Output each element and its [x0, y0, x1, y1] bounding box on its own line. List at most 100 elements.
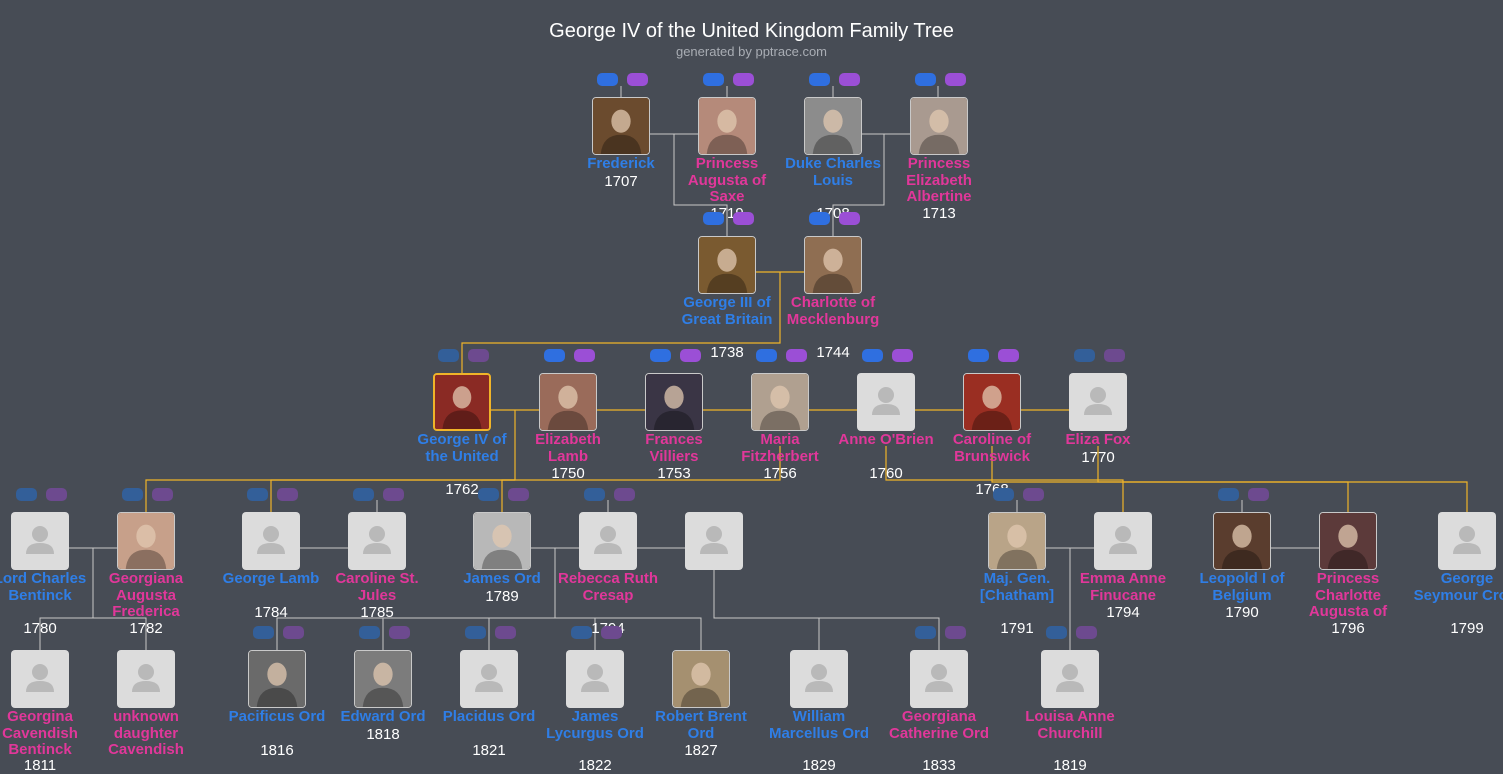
portrait-image[interactable] — [473, 512, 531, 570]
show-partners-button[interactable] — [152, 488, 173, 501]
show-partners-button[interactable] — [508, 488, 529, 501]
person-name[interactable]: Georgiana Augusta Frederica — [108, 570, 184, 620]
person-name[interactable]: Georgiana Catherine Ord — [888, 708, 990, 742]
person-name[interactable]: Maria Fitzherbert — [741, 431, 819, 465]
show-partners-button[interactable] — [277, 488, 298, 501]
person-name[interactable]: Princess Augusta of Saxe — [687, 155, 767, 205]
show-parents-button[interactable] — [809, 73, 830, 86]
show-parents-button[interactable] — [1074, 349, 1095, 362]
show-parents-button[interactable] — [253, 626, 274, 639]
show-partners-button[interactable] — [601, 626, 622, 639]
show-partners-button[interactable] — [574, 349, 595, 362]
portrait-image[interactable] — [354, 650, 412, 708]
show-partners-button[interactable] — [945, 626, 966, 639]
person-name[interactable]: Elizabeth Lamb — [535, 431, 601, 465]
show-parents-button[interactable] — [438, 349, 459, 362]
person-placeholder-icon[interactable] — [790, 650, 848, 708]
show-parents-button[interactable] — [650, 349, 671, 362]
person-name[interactable]: George IV of the United — [417, 431, 507, 465]
show-parents-button[interactable] — [1046, 626, 1067, 639]
person-placeholder-icon[interactable] — [685, 512, 743, 570]
person-name[interactable]: Eliza Fox — [1065, 431, 1131, 448]
show-parents-button[interactable] — [862, 349, 883, 362]
person-name[interactable]: unknown daughter Cavendish — [108, 708, 184, 758]
show-partners-button[interactable] — [839, 212, 860, 225]
show-parents-button[interactable] — [353, 488, 374, 501]
show-parents-button[interactable] — [478, 488, 499, 501]
show-parents-button[interactable] — [756, 349, 777, 362]
person-placeholder-icon[interactable] — [1438, 512, 1496, 570]
show-partners-button[interactable] — [839, 73, 860, 86]
show-parents-button[interactable] — [122, 488, 143, 501]
portrait-image[interactable] — [433, 373, 491, 431]
show-parents-button[interactable] — [968, 349, 989, 362]
show-parents-button[interactable] — [703, 212, 724, 225]
show-partners-button[interactable] — [495, 626, 516, 639]
show-parents-button[interactable] — [1218, 488, 1239, 501]
show-parents-button[interactable] — [544, 349, 565, 362]
show-partners-button[interactable] — [389, 626, 410, 639]
portrait-image[interactable] — [672, 650, 730, 708]
person-name[interactable]: George III of Great Britain — [681, 294, 773, 328]
person-name[interactable]: George Lamb — [222, 570, 320, 587]
person-name[interactable]: Pacificus Ord — [228, 708, 326, 725]
person-name[interactable]: Princess Charlotte Augusta of — [1308, 570, 1388, 620]
person-name[interactable]: James Lycurgus Ord — [546, 708, 644, 742]
show-parents-button[interactable] — [16, 488, 37, 501]
portrait-image[interactable] — [751, 373, 809, 431]
show-partners-button[interactable] — [1023, 488, 1044, 501]
person-placeholder-icon[interactable] — [117, 650, 175, 708]
show-partners-button[interactable] — [1248, 488, 1269, 501]
show-parents-button[interactable] — [465, 626, 486, 639]
person-placeholder-icon[interactable] — [566, 650, 624, 708]
show-partners-button[interactable] — [614, 488, 635, 501]
person-name[interactable]: Emma Anne Finucane — [1079, 570, 1167, 604]
person-placeholder-icon[interactable] — [1094, 512, 1152, 570]
person-name[interactable]: Placidus Ord — [442, 708, 536, 725]
person-name[interactable]: Charlotte of Mecklenburg — [786, 294, 880, 328]
portrait-image[interactable] — [248, 650, 306, 708]
person-placeholder-icon[interactable] — [1069, 373, 1127, 431]
portrait-image[interactable] — [645, 373, 703, 431]
person-name[interactable]: James Ord — [463, 570, 541, 587]
person-name[interactable]: Maj. Gen. [Chatham] — [979, 570, 1055, 604]
person-placeholder-icon[interactable] — [1041, 650, 1099, 708]
show-parents-button[interactable] — [703, 73, 724, 86]
person-name[interactable]: Leopold I of Belgium — [1199, 570, 1285, 604]
portrait-image[interactable] — [963, 373, 1021, 431]
show-partners-button[interactable] — [998, 349, 1019, 362]
show-parents-button[interactable] — [359, 626, 380, 639]
person-name[interactable]: Frederick — [587, 155, 655, 172]
show-partners-button[interactable] — [945, 73, 966, 86]
show-partners-button[interactable] — [283, 626, 304, 639]
show-partners-button[interactable] — [733, 73, 754, 86]
portrait-image[interactable] — [117, 512, 175, 570]
show-parents-button[interactable] — [597, 73, 618, 86]
portrait-image[interactable] — [988, 512, 1046, 570]
person-placeholder-icon[interactable] — [910, 650, 968, 708]
show-partners-button[interactable] — [46, 488, 67, 501]
portrait-image[interactable] — [804, 97, 862, 155]
person-name[interactable]: Louisa Anne Churchill — [1025, 708, 1115, 742]
person-name[interactable]: Lord Charles Bentinck — [0, 570, 87, 604]
person-name[interactable]: George Seymour Crole — [1413, 570, 1503, 604]
show-parents-button[interactable] — [915, 626, 936, 639]
person-name[interactable]: Caroline St. Jules — [335, 570, 419, 604]
show-partners-button[interactable] — [892, 349, 913, 362]
person-name[interactable]: Duke Charles Louis — [785, 155, 881, 189]
person-name[interactable]: Georgina Cavendish Bentinck — [2, 708, 78, 758]
person-placeholder-icon[interactable] — [348, 512, 406, 570]
person-name[interactable]: Caroline of Brunswick — [952, 431, 1032, 465]
person-name[interactable]: Rebecca Ruth Cresap — [557, 570, 659, 604]
show-partners-button[interactable] — [1076, 626, 1097, 639]
portrait-image[interactable] — [539, 373, 597, 431]
portrait-image[interactable] — [1213, 512, 1271, 570]
person-placeholder-icon[interactable] — [11, 650, 69, 708]
person-placeholder-icon[interactable] — [579, 512, 637, 570]
person-placeholder-icon[interactable] — [857, 373, 915, 431]
person-name[interactable]: Edward Ord — [340, 708, 426, 725]
show-parents-button[interactable] — [915, 73, 936, 86]
person-name[interactable]: Frances Villiers — [645, 431, 703, 465]
show-partners-button[interactable] — [468, 349, 489, 362]
portrait-image[interactable] — [698, 97, 756, 155]
